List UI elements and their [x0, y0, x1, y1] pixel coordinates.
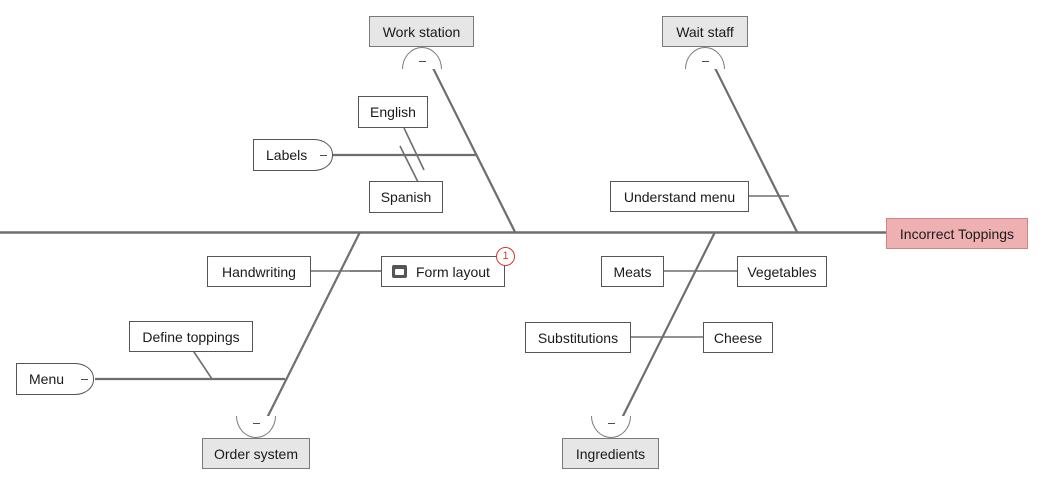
cause-label-cheese: Cheese — [713, 329, 763, 346]
cause-node-english[interactable]: English — [358, 96, 428, 128]
category-label-ingredients: Ingredients — [575, 445, 646, 462]
minus-icon — [252, 423, 260, 424]
cause-label-spanish: Spanish — [380, 189, 432, 205]
cause-node-cheese[interactable]: Cheese — [703, 322, 773, 353]
cause-label-form-layout: Form layout — [416, 263, 490, 280]
cause-label-vegetables: Vegetables — [747, 263, 817, 280]
cause-label-meats: Meats — [613, 263, 652, 280]
cause-node-meats[interactable]: Meats — [601, 256, 664, 287]
effect-node-incorrect-toppings[interactable]: Incorrect Toppings — [886, 218, 1028, 249]
category-node-work-station[interactable]: Work station — [369, 16, 474, 47]
minus-icon — [418, 61, 426, 62]
cause-node-labels[interactable]: Labels — [253, 139, 333, 171]
cause-node-menu[interactable]: Menu — [16, 363, 94, 395]
minus-icon — [607, 423, 615, 424]
cause-label-understand-menu: Understand menu — [623, 188, 736, 205]
category-node-order-system[interactable]: Order system — [202, 438, 310, 469]
category-node-ingredients[interactable]: Ingredients — [562, 438, 659, 469]
cause-label-substitutions: Substitutions — [537, 329, 619, 346]
rib-work-station — [427, 57, 516, 233]
cause-label-english: English — [370, 104, 416, 120]
category-label-work-station: Work station — [382, 23, 461, 40]
edge-english-to-labels — [403, 127, 425, 171]
cause-label-define-toppings: Define toppings — [142, 328, 240, 345]
cause-label-labels: Labels — [266, 147, 308, 163]
effect-label: Incorrect Toppings — [899, 225, 1015, 242]
cause-node-understand-menu[interactable]: Understand menu — [610, 181, 749, 212]
cause-label-handwriting: Handwriting — [222, 263, 296, 280]
cause-node-handwriting[interactable]: Handwriting — [207, 256, 311, 287]
minus-icon — [701, 61, 709, 62]
badge-count: 1 — [502, 250, 509, 262]
cause-node-substitutions[interactable]: Substitutions — [525, 322, 631, 353]
edge-spanish-to-labels — [399, 145, 419, 183]
comment-count-badge[interactable]: 1 — [496, 247, 515, 266]
rib-order-system — [261, 231, 361, 429]
category-label-order-system: Order system — [213, 445, 298, 462]
minus-icon — [319, 154, 327, 156]
note-icon — [392, 265, 407, 278]
rib-wait-staff — [709, 57, 798, 233]
cause-node-spanish[interactable]: Spanish — [369, 181, 443, 213]
category-label-wait-staff: Wait staff — [676, 23, 734, 40]
cause-node-vegetables[interactable]: Vegetables — [737, 256, 827, 287]
cause-label-menu: Menu — [29, 371, 65, 387]
cause-node-define-toppings[interactable]: Define toppings — [129, 321, 253, 352]
rib-ingredients — [616, 231, 716, 429]
cause-node-form-layout[interactable]: Form layout — [381, 256, 505, 287]
category-node-wait-staff[interactable]: Wait staff — [662, 16, 748, 47]
minus-icon — [80, 378, 88, 380]
